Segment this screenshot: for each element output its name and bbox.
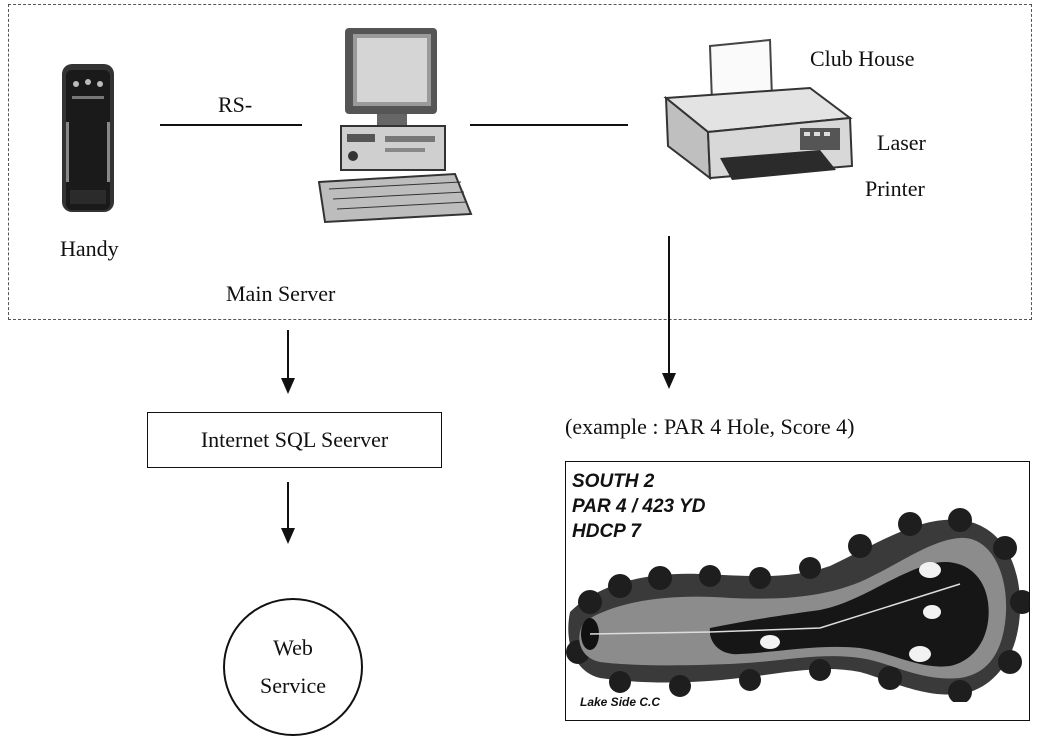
scorecard-hole: SOUTH 2 [572,471,655,492]
example-caption: (example : PAR 4 Hole, Score 4) [565,414,855,439]
handy-label: Handy [60,236,119,261]
sql-down-line [287,482,289,530]
desktop-computer-icon [305,24,475,224]
scorecard-handicap: HDCP 7 [572,521,641,542]
web-service-circle: Web Service [223,598,363,736]
printer-label: Printer [865,176,925,201]
network-frame [8,4,1032,320]
handy-device-icon [60,62,116,214]
server-down-line [287,330,289,380]
sql-down-arrowhead [281,528,295,544]
internet-sql-server-box: Internet SQL Seerver [147,412,442,468]
scorecard-par-yards: PAR 4 / 423 YD [572,496,706,517]
golf-hole-map-icon [566,502,1029,702]
main-server-label: Main Server [226,281,336,306]
server-printer-line [470,124,628,126]
server-down-arrowhead [281,378,295,394]
rs-link-line [160,124,302,126]
printer-down-arrowhead [662,373,676,389]
club-house-label: Club House [810,46,915,71]
scorecard-image: SOUTH 2 PAR 4 / 423 YD HDCP 7 [565,461,1030,721]
laser-printer-icon [660,38,860,188]
rs-link-label: RS- [218,92,253,117]
internet-sql-server-label: Internet SQL Seerver [200,427,389,452]
web-service-line1: Web [273,635,313,660]
scorecard-club-name: Lake Side C.C [580,695,661,709]
web-service-line2: Service [260,673,326,698]
printer-down-line [668,236,670,374]
laser-label: Laser [877,130,926,155]
